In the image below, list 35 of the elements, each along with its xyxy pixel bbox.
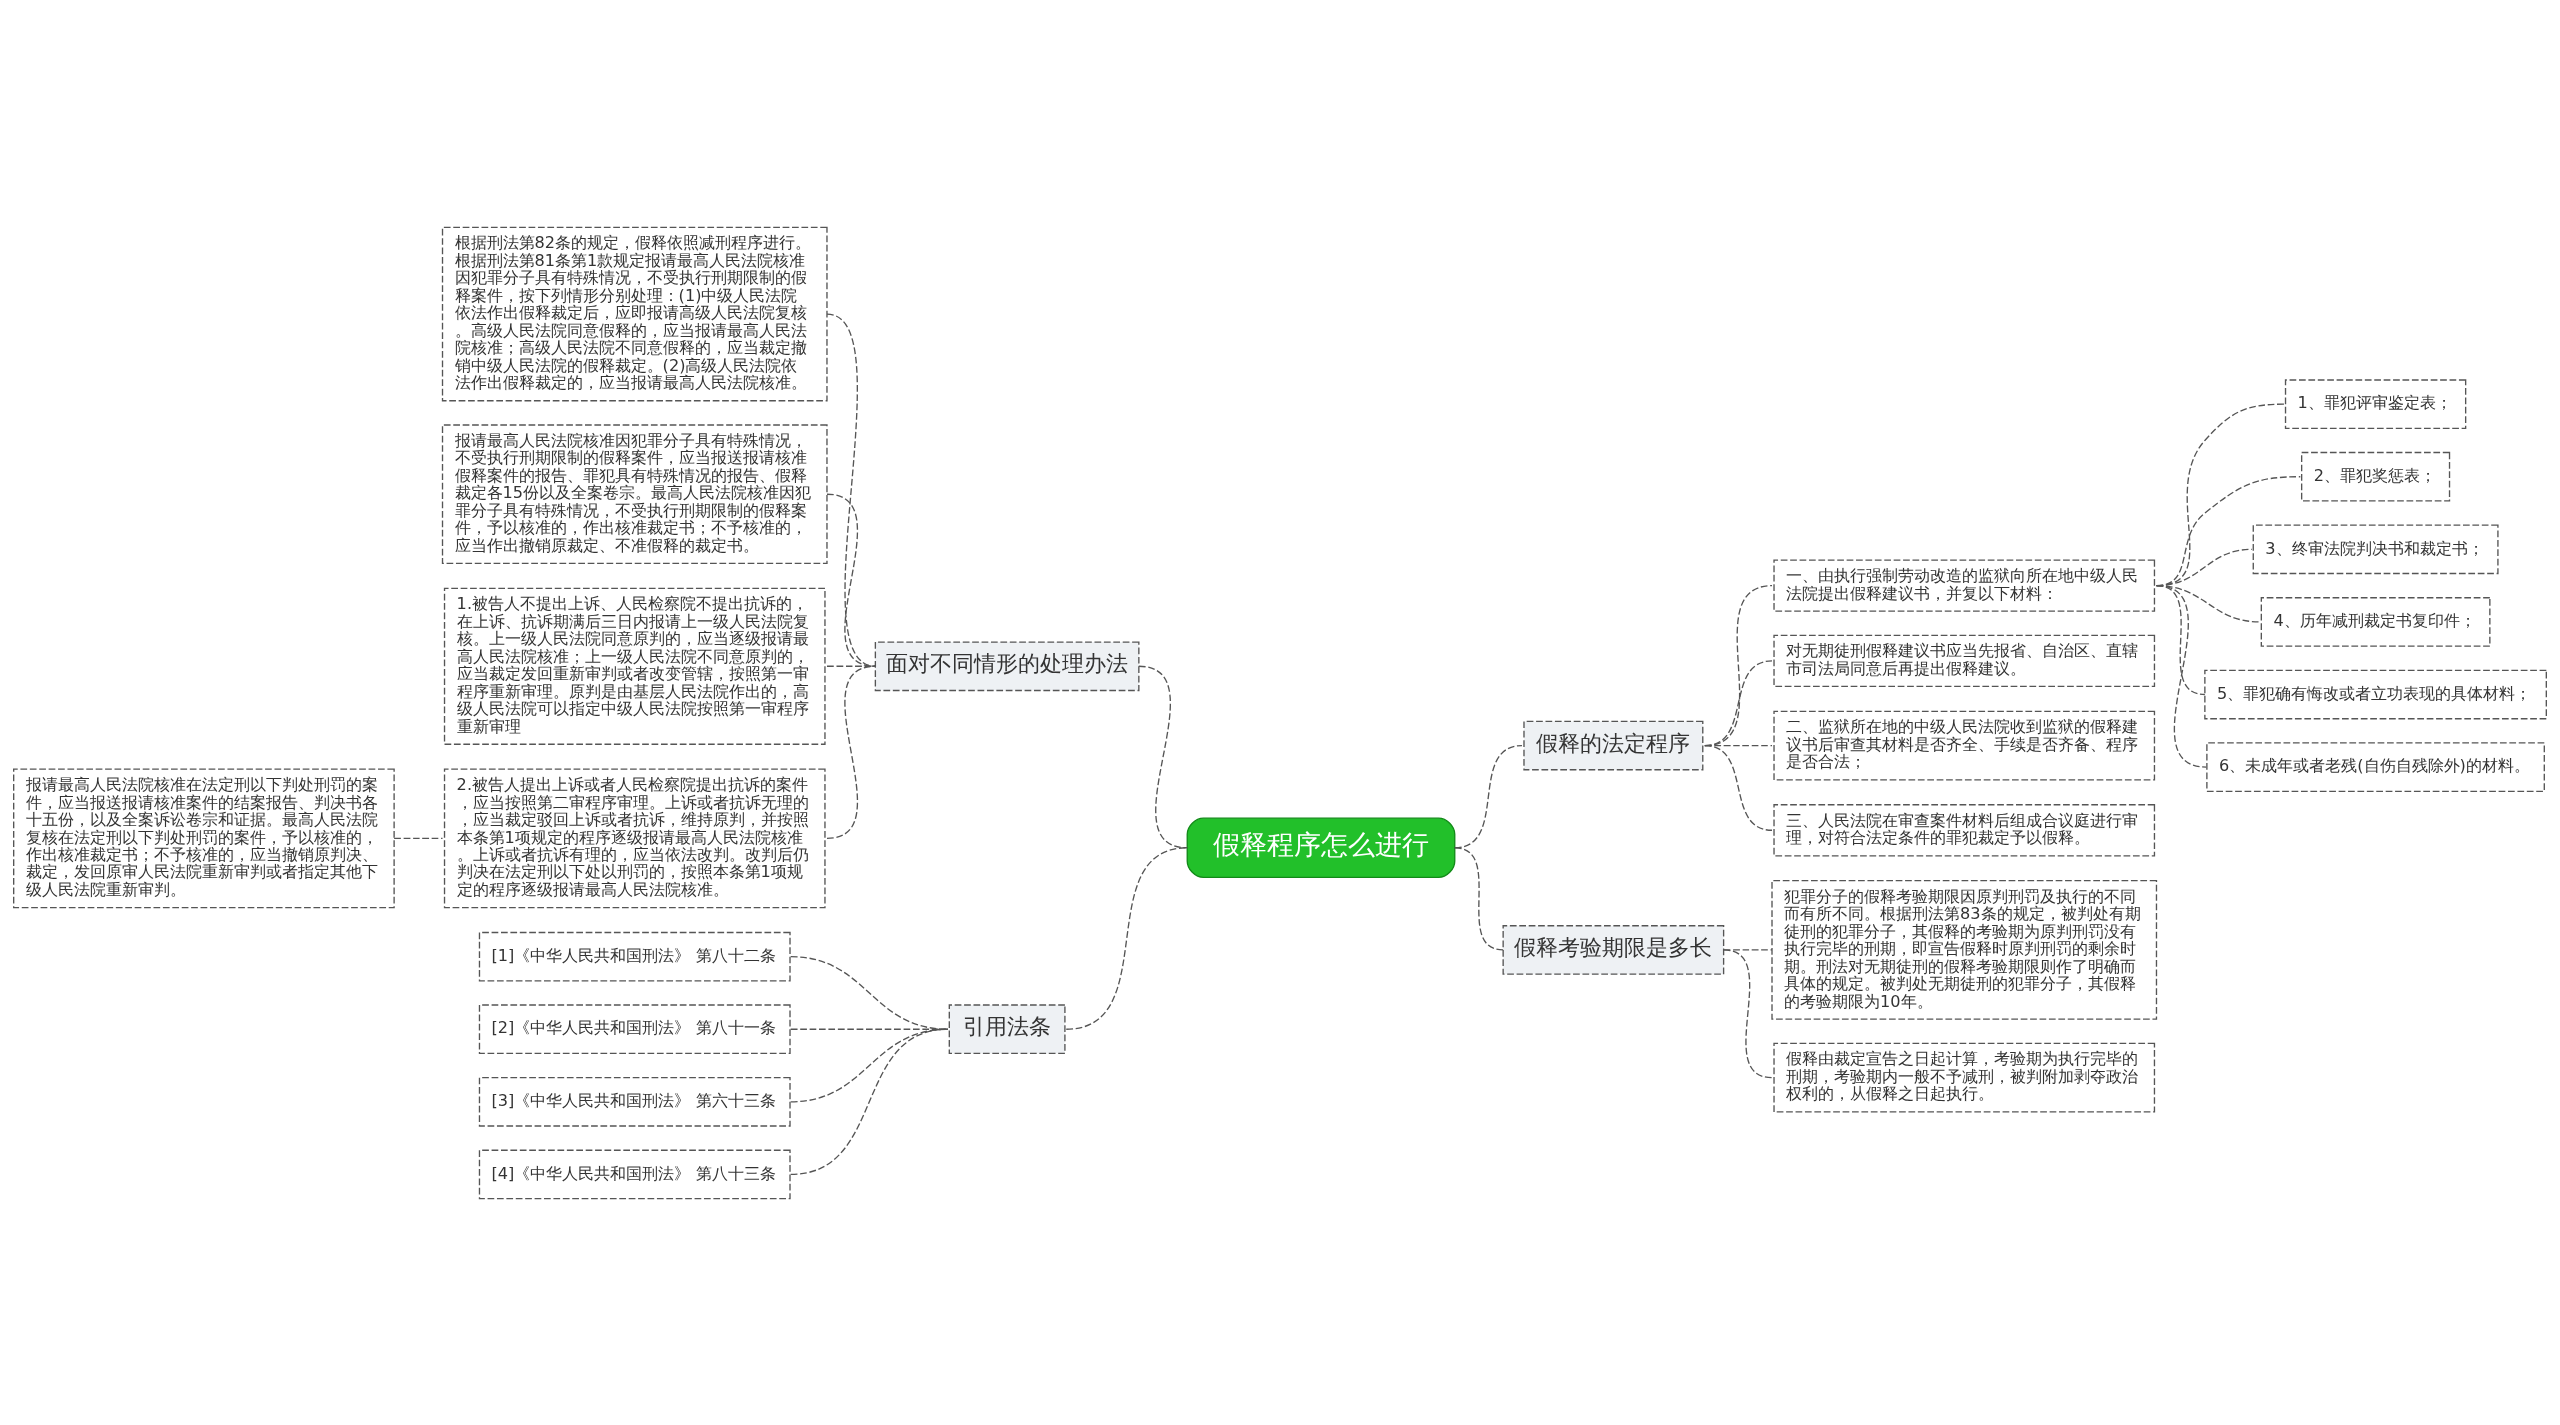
node-box: 2、罪犯奖惩表； (2301, 451, 2451, 502)
node-box: 报请最高人民法院核准因犯罪分子具有特殊情况，不受执行刑期限制的假释案件，应当报送报请核准假释案件的报告、罪犯具有特殊情况的报告、假释裁定各15份以及全案卷宗。最高人民法院核准因犯罪分子具有特殊情况，不受执行刑期限制的假释案件，予以核准的，作出核准裁定书；不予核准的，应当作出撤销原裁定、不准假释的裁定书。 (441, 423, 828, 564)
node-box: 假释考验期限是多长 (1502, 924, 1725, 975)
node-box: [3]《中华人民共和国刑法》 第六十三条 (478, 1076, 791, 1127)
node-box: 报请最高人民法院核准在法定刑以下判处刑罚的案件，应当报送报请核准案件的结案报告、判决书各十五份，以及全案诉讼卷宗和证据。最高人民法院复核在法定刑以下判处刑罚的案件，予以核准的，作出核准裁定书；不予核准的，应当撤销原判决、裁定，发回原审人民法院重新审判或者指定其他下级人民法院重新审判。 (13, 767, 395, 908)
connector (393, 837, 444, 839)
connector (790, 1028, 949, 1175)
node-box: 假释的法定程序 (1523, 720, 1704, 770)
node-box: 5、罪犯确有悔改或者立功表现的具体材料； (2204, 669, 2547, 719)
node-box: 假释由裁定宣告之日起计算，考验期为执行完毕的刑期，考验期内一般不予减刑，被判附加剥夺政治权利的，从假释之日起执行。 (1773, 1042, 2156, 1113)
node-box: [1]《中华人民共和国刑法》 第八十二条 (478, 931, 791, 981)
node-box: 三、人民法院在审查案件材料后组成合议庭进行审理，对符合法定条件的罪犯裁定予以假释。 (1773, 803, 2156, 856)
node-box: 3、终审法院判决书和裁定书； (2252, 523, 2499, 574)
node-box: 引用法条 (948, 1003, 1066, 1054)
node-box: [4]《中华人民共和国刑法》 第八十三条 (478, 1149, 791, 1199)
connector (2155, 584, 2207, 768)
node-box: 面对不同情形的处理办法 (874, 640, 1140, 691)
connector (1704, 744, 1773, 831)
connector (1722, 948, 1773, 1078)
node-box: 一、由执行强制劳动改造的监狱向所在地中级人民法院提出假释建议书，并复以下材料： (1773, 558, 2156, 612)
node-box: 6、未成年或者老残(自伤自残除外)的材料。 (2206, 741, 2545, 792)
node-box: 二、监狱所在地的中级人民法院收到监狱的假释建议书后审查其材料是否齐全、手续是否齐备、程序是否合法； (1773, 710, 2156, 781)
connector (826, 665, 877, 839)
connector (1138, 665, 1188, 848)
node-box: 假释程序怎么进行 (1186, 817, 1456, 878)
connector (1065, 846, 1188, 1030)
node-box: 犯罪分子的假释考验期限因原判刑罚及执行的不同而有所不同。根据刑法第83条的规定，被判处有期徒刑的犯罪分子，其假释的考验期为原判刑罚没有执行完毕的刑期，即宣告假释时原判刑罚的剩余时期。刑法对无期徒刑的假释考验期限则作了明确而具体的规定。被判处无期徒刑的犯罪分子，其假释的考验期限为10年。 (1771, 879, 2158, 1020)
node-box: 4、历年减刑裁定书复印件； (2260, 596, 2491, 647)
node-box: 1、罪犯评审鉴定表； (2284, 378, 2467, 429)
node-box: 2.被告人提出上诉或者人民检察院提出抗诉的案件，应当按照第二审程序审理。上诉或者抗诉无理的，应当裁定驳回上诉或者抗诉，维持原判，并按照本条第1项规定的程序逐级报请最高人民法院核准。上诉或者抗诉有理的，应当依法改判。改判后仍判决在法定刑以下处以刑罚的，按照本条第1项规定的程序逐级报请最高人民法院核准。 (443, 767, 826, 908)
node-box: 根据刑法第82条的规定，假释依照减刑程序进行。根据刑法第81条第1款规定报请最高人民法院核准因犯罪分子具有特殊情况，不受执行刑期限制的假释案件，按下列情形分别处理：(1)中级人民法院依法作出假释裁定后，应即报请高级人民法院复核。高级人民法院同意假释的，应当报请最高人民法院核准；高级人民法院不同意假释的，应当裁定撤销中级人民法院的假释裁定。(2)高级人民法院依法作出假释裁定的，应当报请最高人民法院核准。 (441, 226, 828, 401)
node-box: [2]《中华人民共和国刑法》 第八十一条 (478, 1003, 791, 1054)
node-box: 对无期徒刑假释建议书应当先报省、自治区、直辖市司法局同意后再提出假释建议。 (1773, 634, 2156, 687)
node-box: 1.被告人不提出上诉、人民检察院不提出抗诉的，在上诉、抗诉期满后三日内报请上一级人民法院复核。上一级人民法院同意原判的，应当逐级报请最高人民法院核准；上一级人民法院不同意原判的，应当裁定发回重新审判或者改变管辖，按照第一审程序重新审理。原判是由基层人民法院作出的，高级人民法院可以指定中级人民法院按照第一审程序重新审理 (443, 587, 826, 745)
connector (1454, 846, 1504, 951)
